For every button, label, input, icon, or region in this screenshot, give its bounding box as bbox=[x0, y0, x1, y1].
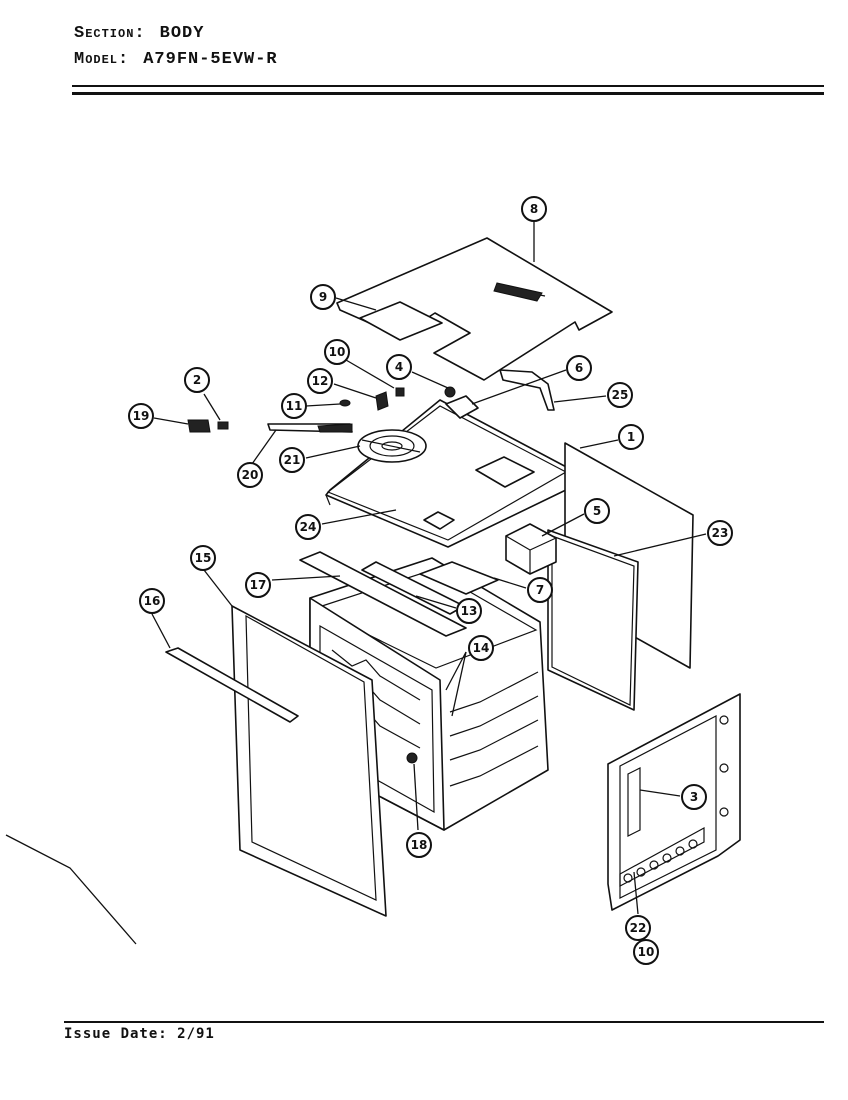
svg-text:1: 1 bbox=[627, 430, 635, 444]
callout-1: 1 bbox=[618, 424, 644, 450]
svg-text:10: 10 bbox=[638, 945, 655, 959]
insulation-panel-part bbox=[547, 529, 639, 711]
svg-text:11: 11 bbox=[286, 399, 303, 413]
component-12-part bbox=[375, 391, 389, 411]
issue-date: Issue Date: 2/91 bbox=[64, 1026, 215, 1042]
callout-15: 15 bbox=[190, 545, 216, 571]
base-plate-part bbox=[325, 399, 573, 548]
callout-25: 25 bbox=[607, 382, 633, 408]
plug-part bbox=[187, 419, 211, 433]
svg-text:16: 16 bbox=[144, 594, 161, 608]
section-label: Section: bbox=[74, 24, 146, 43]
svg-text:7: 7 bbox=[536, 583, 544, 597]
callout-21: 21 bbox=[279, 447, 305, 473]
callout-16: 16 bbox=[139, 588, 165, 614]
small-panel-part bbox=[359, 301, 443, 341]
bracket-part bbox=[499, 369, 555, 411]
callout-4: 4 bbox=[386, 354, 412, 380]
callout-12: 12 bbox=[307, 368, 333, 394]
callout-17: 17 bbox=[245, 572, 271, 598]
callout-14: 14 bbox=[468, 635, 494, 661]
callout-11: 11 bbox=[281, 393, 307, 419]
svg-text:17: 17 bbox=[250, 578, 267, 592]
svg-text:19: 19 bbox=[133, 409, 150, 423]
header-rule-thick bbox=[72, 92, 824, 95]
callout-10a: 10 bbox=[324, 339, 350, 365]
svg-text:21: 21 bbox=[284, 453, 301, 467]
svg-text:13: 13 bbox=[461, 604, 478, 618]
callout-19: 19 bbox=[128, 403, 154, 429]
callout-13: 13 bbox=[456, 598, 482, 624]
svg-text:18: 18 bbox=[411, 838, 428, 852]
svg-text:2: 2 bbox=[193, 373, 201, 387]
svg-text:3: 3 bbox=[690, 790, 698, 804]
callout-2: 2 bbox=[184, 367, 210, 393]
svg-text:23: 23 bbox=[712, 526, 729, 540]
svg-text:5: 5 bbox=[593, 504, 601, 518]
hinge-rod-part bbox=[165, 647, 299, 723]
callout-5: 5 bbox=[584, 498, 610, 524]
air-duct-part bbox=[419, 561, 499, 595]
model-value: A79FN-5EVW-R bbox=[143, 50, 278, 69]
callout-24: 24 bbox=[295, 514, 321, 540]
connector-part bbox=[217, 421, 229, 430]
model-row: Model: A79FN-5EVW-R bbox=[74, 50, 278, 69]
callout-18: 18 bbox=[406, 832, 432, 858]
callout-23: 23 bbox=[707, 520, 733, 546]
header-rule-thin bbox=[72, 85, 824, 87]
section-value: BODY bbox=[159, 24, 205, 43]
callout-10b: 10 bbox=[633, 939, 659, 965]
callout-6: 6 bbox=[566, 355, 592, 381]
svg-text:10: 10 bbox=[329, 345, 346, 359]
component-10-part bbox=[395, 387, 405, 397]
knob-part bbox=[444, 386, 456, 398]
callout-20: 20 bbox=[237, 462, 263, 488]
rod-end-part bbox=[317, 423, 353, 433]
svg-text:24: 24 bbox=[300, 520, 317, 534]
fan-assembly-part bbox=[357, 429, 427, 463]
callout-3: 3 bbox=[681, 784, 707, 810]
switch-block-part bbox=[445, 395, 479, 419]
svg-text:25: 25 bbox=[612, 388, 629, 402]
svg-text:4: 4 bbox=[395, 360, 403, 374]
control-panel-part bbox=[607, 693, 741, 911]
svg-text:15: 15 bbox=[195, 551, 212, 565]
svg-text:12: 12 bbox=[312, 374, 329, 388]
callout-9: 9 bbox=[310, 284, 336, 310]
callout-7: 7 bbox=[527, 577, 553, 603]
door-frame-part bbox=[231, 605, 387, 917]
svg-text:8: 8 bbox=[530, 202, 538, 216]
footer-rule bbox=[64, 1021, 824, 1023]
svg-text:20: 20 bbox=[242, 468, 259, 482]
callout-22: 22 bbox=[625, 915, 651, 941]
callout-8: 8 bbox=[521, 196, 547, 222]
screw-part bbox=[406, 752, 418, 764]
section-row: Section: BODY bbox=[74, 24, 204, 43]
svg-text:14: 14 bbox=[473, 641, 490, 655]
svg-text:9: 9 bbox=[319, 290, 327, 304]
component-11-part bbox=[339, 399, 351, 407]
front-trim-part bbox=[299, 551, 467, 637]
model-label: Model: bbox=[74, 50, 130, 69]
leader-lines bbox=[5, 222, 707, 945]
svg-text:22: 22 bbox=[630, 921, 647, 935]
svg-text:6: 6 bbox=[575, 361, 583, 375]
